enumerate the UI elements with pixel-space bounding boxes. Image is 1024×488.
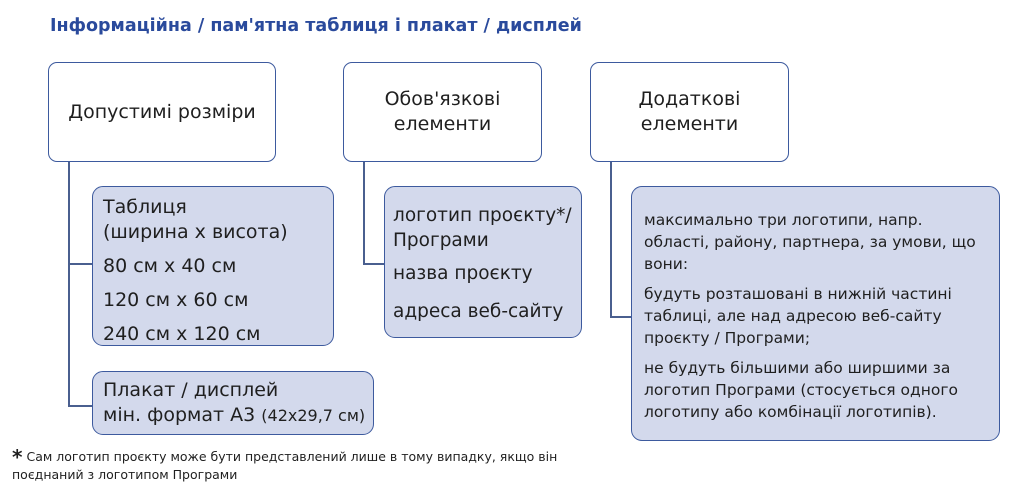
required-item-logo: логотип проєкту*/ [393,205,572,226]
connector-additional-vertical [610,161,612,318]
poster-box: Плакат / дисплей мін. формат А3 (42х29,7… [92,371,374,435]
header-additional-elements: Додаткові елементи [590,62,789,162]
connector-sizes-to-poster [68,405,92,407]
footnote-text: Сам логотип проєкту може бути представле… [26,449,558,464]
size-option: 120 см х 60 см [103,289,249,311]
footnote: *Сам логотип проєкту може бути представл… [12,445,558,484]
header-additional-line1: Додаткові [638,88,741,110]
additional-paragraph: не будуть більшими або ширшими за логоти… [644,359,958,421]
connector-required-vertical [363,161,365,265]
required-item-logo-program: Програми [393,230,489,251]
connector-additional-horizontal [610,316,631,318]
table-label: Таблиця [103,196,187,218]
header-required-elements: Обов'язкові елементи [343,62,542,162]
connector-sizes-vertical [68,161,70,407]
header-allowed-sizes: Допустимі розміри [48,62,276,162]
required-item-project-name: назва проєкту [393,263,533,284]
connector-sizes-to-table [68,263,92,265]
required-item-website: адреса веб-сайту [393,301,564,322]
poster-format-dimensions: (42х29,7 см) [261,406,366,425]
header-additional-line2: елементи [640,113,739,135]
table-sizes-box: Таблиця (ширина х висота) 80 см х 40 см … [92,186,334,346]
size-option: 240 см х 120 см [103,323,261,345]
footnote-asterisk: * [12,445,23,469]
poster-format-text: мін. формат А3 [103,404,256,426]
diagram-title: Інформаційна / пам'ятна таблиця і плакат… [50,16,582,36]
additional-paragraph: максимально три логотипи, напр. області,… [644,211,976,273]
poster-format: мін. формат А3 (42х29,7 см) [103,403,373,428]
connector-required-horizontal [363,263,384,265]
additional-paragraph: будуть розташовані в нижній частині табл… [644,285,952,347]
footnote-line1: *Сам логотип проєкту може бути представл… [12,445,558,469]
size-option: 80 см х 40 см [103,255,237,277]
header-allowed-sizes-text: Допустимі розміри [68,100,256,123]
additional-elements-box: максимально три логотипи, напр. області,… [631,186,1000,441]
poster-label: Плакат / дисплей [103,379,279,401]
header-required-line1: Обов'язкові [384,88,501,110]
header-required-line2: елементи [393,113,492,135]
table-dimension-note: (ширина х висота) [103,221,288,243]
footnote-line2: поєднаний з логотипом Програми [12,467,238,482]
required-elements-box: логотип проєкту*/ Програми назва проєкту… [384,186,582,338]
